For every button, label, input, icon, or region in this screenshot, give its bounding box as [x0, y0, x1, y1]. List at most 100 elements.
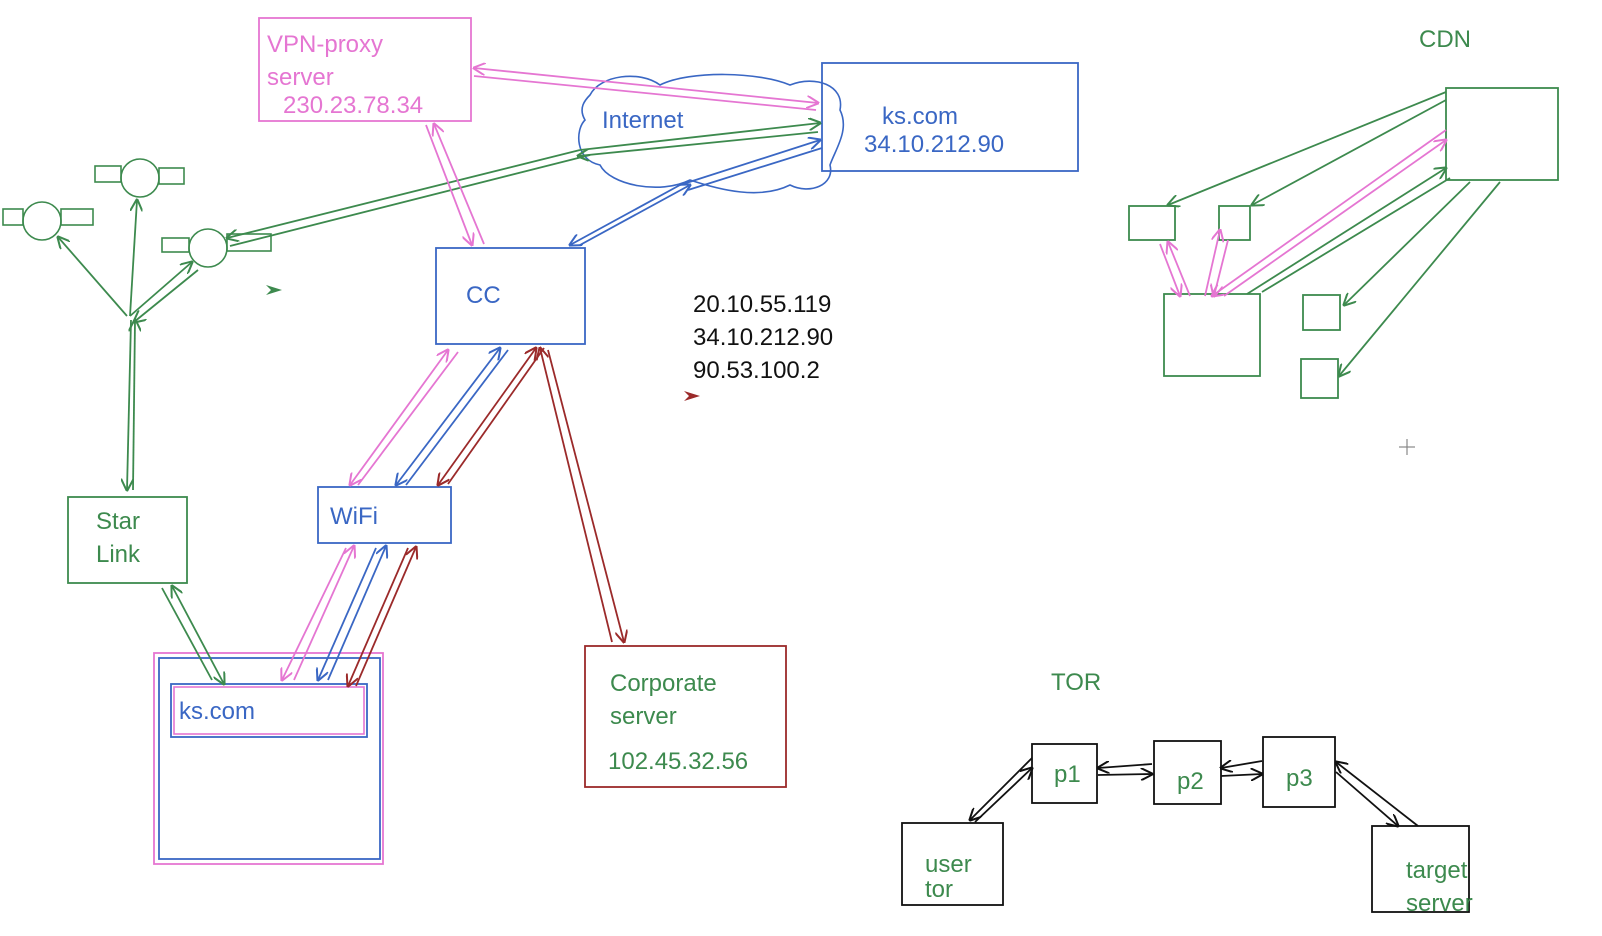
arrow [679, 140, 820, 186]
ip-list: 20.10.55.119 34.10.212.90 90.53.100.2 [693, 291, 833, 384]
ip-list-item: 20.10.55.119 [693, 291, 831, 318]
arrow [579, 123, 820, 151]
arrow [1339, 181, 1501, 376]
arrow [293, 546, 354, 681]
wifi-node: WiFi [317, 486, 452, 544]
arrow [161, 587, 213, 681]
arrow [570, 184, 681, 245]
arrow [1168, 242, 1191, 297]
arrow [473, 75, 817, 111]
kscom-server-ip: 34.10.212.90 [864, 131, 1004, 158]
starlink-label-line2: Link [96, 541, 141, 568]
cc-node: CC [435, 247, 586, 345]
cdn-edge [1300, 358, 1339, 399]
corporate-connections [348, 348, 624, 686]
arrow [579, 185, 690, 246]
tor-user-label-line1: user [925, 851, 972, 878]
arrow [229, 154, 591, 247]
arrow [1344, 181, 1471, 305]
starlink-node: Star Link [67, 496, 188, 584]
wifi-label: WiFi [330, 503, 378, 530]
arrow [58, 237, 128, 317]
satellite-icon [2, 201, 94, 241]
user-computer: ks.com [153, 652, 384, 865]
starlink-connections [58, 123, 820, 684]
cursor-icon [684, 391, 700, 401]
arrow [318, 547, 377, 680]
cdn-title: CDN [1419, 26, 1471, 53]
vpn-label-line1: VPN-proxy [267, 31, 383, 58]
vpn-ip: 230.23.78.34 [283, 92, 423, 119]
tor-p2-label: p2 [1177, 768, 1204, 795]
tor-user-label-line2: tor [925, 876, 953, 903]
arrow [687, 147, 823, 191]
kscom-server-name: ks.com [882, 103, 958, 130]
arrow [227, 149, 581, 238]
arrow [1246, 168, 1446, 295]
arrow [438, 348, 536, 485]
tor-p3-label: p3 [1286, 765, 1313, 792]
tor-p1-label: p1 [1054, 761, 1081, 788]
arrow [547, 349, 624, 642]
ip-list-item: 34.10.212.90 [693, 324, 833, 351]
cdn-origin [1445, 87, 1559, 181]
cdn-edge [1128, 205, 1176, 241]
starlink-label-line1: Star [96, 508, 140, 535]
cdn-pink-connections [1159, 129, 1447, 297]
corporate-label-line2: server [610, 703, 677, 730]
arrow [474, 68, 818, 103]
arrow [129, 262, 192, 317]
corporate-server: Corporate server 102.45.32.56 [584, 645, 787, 788]
satellite-icon [161, 228, 272, 268]
arrow [1221, 761, 1263, 768]
arrow [127, 319, 131, 490]
cdn-client [1163, 293, 1261, 377]
arrow [970, 757, 1033, 820]
arrow [1220, 774, 1262, 776]
arrow [327, 546, 386, 681]
cursor-icon [266, 285, 282, 295]
arrow [540, 348, 613, 643]
corporate-label-line1: Corporate [610, 670, 717, 697]
tor-diagram [901, 736, 1470, 913]
vpn-label-line2: server [267, 64, 334, 91]
arrow [405, 349, 509, 486]
arrow [350, 350, 448, 485]
arrow [974, 768, 1032, 823]
tor-target-label-line2: server [1406, 890, 1473, 917]
satellite-icon [94, 158, 185, 198]
arrow [282, 547, 347, 680]
arrow [1212, 129, 1447, 296]
cdn-diagram [1128, 87, 1559, 399]
arrow [355, 547, 416, 687]
arrow [396, 348, 500, 485]
arrow [578, 131, 819, 156]
arrow [447, 347, 545, 485]
arrow [348, 547, 409, 686]
arrow [129, 200, 137, 317]
arrow [357, 351, 459, 486]
arrow [1098, 764, 1153, 768]
arrow [1159, 243, 1180, 296]
arrow [1261, 177, 1451, 293]
vpn-proxy-server: VPN-proxy server 230.23.78.34 [258, 17, 472, 122]
internet-label: Internet [602, 107, 684, 134]
tor-title: TOR [1051, 669, 1101, 696]
tor-user [901, 822, 1004, 906]
ip-list-item: 90.53.100.2 [693, 357, 820, 384]
browser-url: ks.com [179, 698, 255, 725]
arrow [133, 320, 135, 491]
arrow [1336, 762, 1419, 827]
cdn-edge [1302, 294, 1341, 331]
arrow [1252, 99, 1447, 205]
cc-label: CC [466, 282, 501, 309]
arrow [1204, 230, 1220, 297]
tor-target-server [1371, 825, 1470, 913]
arrow [1168, 91, 1447, 205]
tor-target-label-line1: target [1406, 857, 1468, 884]
arrow [1335, 771, 1398, 826]
arrow [134, 269, 199, 322]
arrow [434, 124, 485, 245]
arrow [1223, 140, 1446, 297]
